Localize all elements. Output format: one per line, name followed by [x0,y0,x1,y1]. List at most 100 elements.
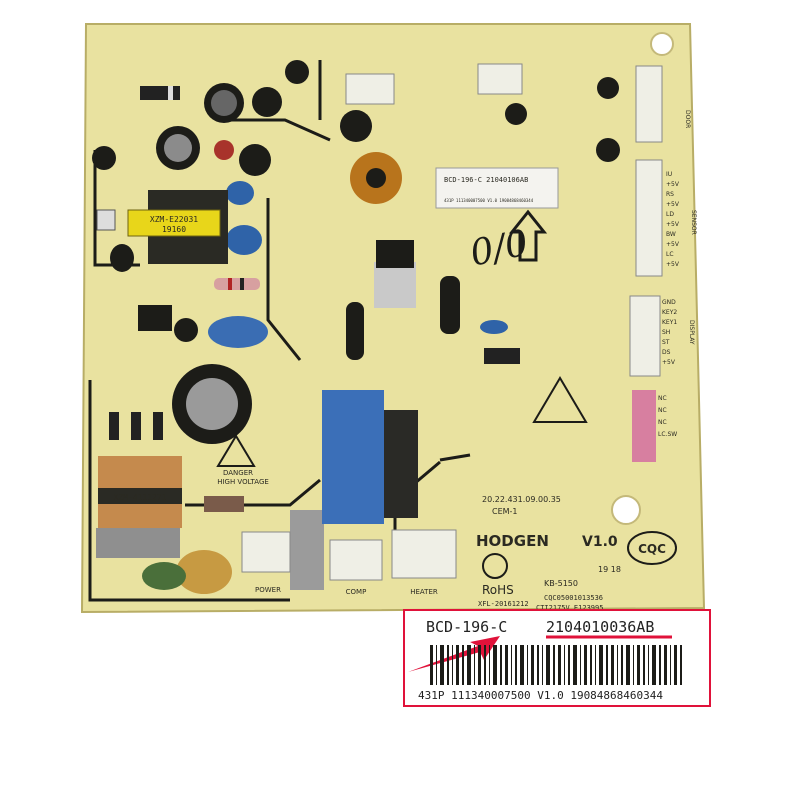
heater-connector [391,529,457,579]
cert-line-1: CQC05001013536 [544,594,603,602]
resistor [214,278,260,290]
zoom-part-no: 431P 111340007500 V1.0 19084868460344 [418,689,663,702]
blue-ceramic-capacitor [226,181,254,205]
board-code: 20.22.431.09.00.35 [482,495,561,504]
electrolytic-vertical [440,276,460,334]
small-capacitor-vertical [346,302,364,360]
svg-text:KEY1: KEY1 [662,319,677,326]
rohs-label: RoHS [482,583,514,597]
red-capacitor [214,140,234,160]
varistor [176,550,232,594]
display-pin-labels: GND KEY2 KEY1 SH ST DS +5V [662,299,677,366]
comp-label: COMP [346,588,367,596]
svg-text:LD: LD [666,211,674,218]
diode-top-band [168,86,173,100]
door-connector [635,65,663,143]
grey-x-capacitor [96,528,180,558]
red-arrow-icon [408,636,500,672]
mounting-hole [611,495,641,525]
common-mode-choke-core [98,488,182,504]
svg-text:DS: DS [662,349,671,356]
small-capacitor [174,318,198,342]
handwritten-arrow [508,209,548,262]
svg-text:NC: NC [658,395,667,402]
display-label: DISPLAY [688,320,695,345]
model-sticker-text: BCD-196-C 21040106AB [444,176,528,184]
fuse [204,496,244,512]
svg-text:+5V: +5V [662,359,676,366]
power-connector [241,531,291,573]
electrolytic-capacitor [252,87,282,117]
svg-text:SH: SH [662,329,670,336]
date-stamp: 19 18 [598,565,621,574]
zoom-model: BCD-196-C [426,618,507,636]
xfl-label: XFL-20161212 [478,600,529,608]
svg-text:ST: ST [662,339,670,346]
resistor-band [228,278,232,290]
display-connector [629,295,661,377]
blue-relay [322,390,384,524]
svg-text:BW: BW [666,231,676,238]
small-capacitor [285,60,309,84]
black-relay [384,410,418,518]
esd-warning-triangle [532,376,588,423]
heater-label: HEATER [410,588,438,596]
sensor-label: SENSOR [690,210,697,235]
power-label: POWER [255,586,281,594]
cert-line-2: CTI2175V E123995 [536,604,603,612]
transformer-label: XZM-E22031 [150,215,198,224]
transistor [92,146,116,170]
danger-warning-triangle [216,434,256,467]
cn6-pin-labels: IU +5V RS +5V LD +5V BW +5V LC +5V [666,171,680,268]
svg-text:+5V: +5V [666,221,680,228]
varistor-green [142,562,186,590]
electrolytic-capacitor-top [211,90,237,116]
e-mark [482,553,508,579]
blue-ceramic-capacitor [226,225,262,255]
mounting-hole [650,32,674,56]
blue-ceramic-capacitor-large [208,316,268,348]
svg-text:+5V: +5V [666,241,680,248]
kb-label: KB-5150 [544,579,578,588]
crystal [480,320,508,334]
diode-top-left [140,86,180,100]
regulator-body [376,240,414,268]
resistor-band [240,278,244,290]
cqc-text: CQC [638,542,666,556]
svg-text:NC: NC [658,419,667,426]
danger-label: DANGER [223,469,253,477]
large-electrolytic-capacitor-top [186,378,238,430]
svg-text:GND: GND [662,299,676,306]
high-voltage-label: HIGH VOLTAGE [217,478,269,486]
svg-text:IU: IU [666,171,672,178]
svg-text:+5V: +5V [666,181,680,188]
cn6-connector [635,159,663,277]
transistor [505,103,527,125]
door-label: DOOR [684,110,691,128]
svg-text:NC: NC [658,407,667,414]
transformer-date: 19160 [162,225,186,234]
zoom-serial: 2104010036AB [546,618,654,636]
transformer-label-plate [127,209,221,237]
top-connector [477,63,523,95]
svg-text:+5V: +5V [666,201,680,208]
transistor [597,77,619,99]
pink-connector [632,390,656,462]
regulator-heatsink [374,262,416,308]
svg-text:LC.SW: LC.SW [658,431,677,438]
svg-text:LC: LC [666,251,674,258]
cqc-mark [627,531,677,565]
smd-ic [138,305,172,331]
model-sticker [435,167,559,209]
choke-label: XZM-4111271 [114,493,167,502]
small-header [484,348,520,364]
svg-text:KEY2: KEY2 [662,309,677,316]
diode-row [109,412,163,440]
top-connector [345,73,395,105]
small-capacitor-left [110,244,134,272]
part-no-small: 431P 111340007500 V1.0 19084868460344 [444,198,534,203]
toroidal-inductor-core [366,168,386,188]
electrolytic-capacitor [239,144,271,176]
electrolytic-capacitor [340,110,372,142]
